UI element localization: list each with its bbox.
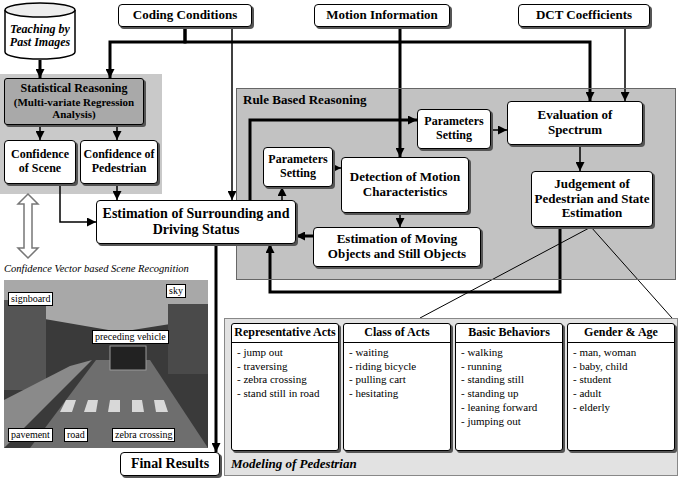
scene-tag: preceding vehicle [92, 330, 169, 344]
grey-region [0, 74, 162, 194]
box-label: Statistical Reasoning [20, 82, 127, 96]
connector [185, 27, 590, 101]
list-box: Gender & Age - man, woman- baby, child- s… [567, 323, 675, 451]
connector [110, 27, 185, 78]
box-label: DCT Coefficients [536, 8, 632, 23]
photo-ground [4, 280, 208, 448]
box-label: Final Results [131, 456, 209, 472]
output-box: Final Results [120, 452, 220, 476]
output-box: Confidence of Pedestrian [80, 140, 158, 184]
process-box: Statistical Reasoning(Multi-variate Regr… [4, 78, 144, 125]
list-item: - hesitating [344, 387, 450, 401]
photo-building [168, 304, 208, 374]
hollow-double-arrow [18, 194, 38, 258]
list-item: - baby, child [568, 360, 674, 374]
box-label: Estimation of Moving Objects and Still O… [316, 232, 478, 262]
scene-tag: sky [166, 284, 186, 298]
process-box: Estimation of Moving Objects and Still O… [313, 227, 481, 267]
list-item: - pulling cart [344, 373, 450, 387]
connector [60, 184, 96, 222]
box-label: Teaching by Past Images [7, 23, 73, 49]
list-header: Basic Behaviors [456, 324, 562, 343]
photo-road [30, 360, 208, 448]
box-label: Parameters Setting [266, 153, 330, 181]
connector [39, 60, 42, 78]
list-item: - student [568, 373, 674, 387]
scene-tag: road [64, 428, 88, 442]
list-item: - elderly [568, 401, 674, 415]
list-box: Representative Acts - jump out- traversin… [231, 323, 339, 451]
box-label: Evaluation of Spectrum [510, 108, 640, 138]
connector [270, 227, 560, 292]
list-item: - traversing [232, 360, 338, 374]
list-item: - jump out [232, 346, 338, 360]
list-item: - stand still in road [232, 387, 338, 401]
input-box: Coding Conditions [118, 4, 252, 27]
process-box: Parameters Setting [263, 147, 333, 187]
box-label: Confidence of Scene [7, 148, 73, 176]
list-item: - walking [456, 346, 562, 360]
list-item: - man, woman [568, 346, 674, 360]
box-label: Confidence of Pedestrian [83, 148, 155, 176]
connector [281, 187, 283, 200]
connector [215, 244, 218, 452]
list-box: Basic Behaviors- walking- running- stand… [455, 323, 563, 451]
connector [399, 213, 401, 227]
connector [231, 27, 233, 200]
panel-fill [236, 88, 676, 280]
process-box: Parameters Setting [417, 109, 491, 149]
cylinder-top [5, 3, 75, 17]
list-item: - zebra crossing [232, 373, 338, 387]
panel-title: Modeling of Pedestrian [231, 456, 671, 472]
scene-tag: zebra crossing [112, 428, 175, 442]
list-item: - riding bicycle [344, 360, 450, 374]
connector [39, 125, 41, 140]
connector [116, 125, 118, 140]
list-item: - standing still [456, 373, 562, 387]
connector [399, 27, 402, 157]
database-cylinder: Teaching by Past Images [4, 2, 76, 60]
input-box: Motion Information [314, 4, 450, 27]
list-box: Class of Acts- waiting- riding bicycle- … [343, 323, 451, 451]
connector [491, 129, 507, 131]
photo-vehicle [110, 346, 146, 370]
connector [296, 235, 313, 238]
list-header: Representative Acts [232, 324, 338, 343]
scene-tag: signboard [8, 292, 53, 306]
list-item: - running [456, 360, 562, 374]
list-header: Class of Acts [344, 324, 450, 343]
scene-photo [4, 280, 208, 448]
connector [579, 145, 581, 171]
scene-tag: pavement [8, 428, 53, 442]
list-item: - adult [568, 387, 674, 401]
group-panel: Rule Based ReasoningParameters SettingEv… [236, 88, 676, 280]
output-box: Confidence of Scene [4, 140, 76, 184]
box-subtitle: (Multi-variate Regression Analysis) [9, 96, 139, 121]
list-item: - standing up [456, 387, 562, 401]
list-header: Gender & Age [568, 324, 674, 343]
photo-building [4, 300, 46, 390]
photo-zebra [60, 400, 168, 412]
group-panel: Modeling of Pedestrian Representative Act… [224, 318, 678, 476]
input-box: DCT Coefficients [518, 4, 650, 27]
panel-fill [224, 318, 678, 476]
figure-caption: Confidence Vector based Scene Recognitio… [4, 262, 189, 275]
box-label: Parameters Setting [420, 115, 488, 143]
process-box: Evaluation of Spectrum [507, 101, 643, 145]
process-box: Estimation of Surrounding and Driving St… [96, 200, 296, 244]
connector [624, 27, 626, 101]
connector [333, 167, 341, 169]
process-box: Detection of Motion Characteristics [341, 157, 469, 213]
box-label: Coding Conditions [133, 8, 237, 23]
list-item: - waiting [344, 346, 450, 360]
box-label: Judgement of Pedestrian and State Estima… [534, 177, 650, 222]
list-item: - leaning forward [456, 401, 562, 415]
box-label: Detection of Motion Characteristics [344, 170, 466, 200]
box-label: Estimation of Surrounding and Driving St… [99, 206, 293, 238]
connector [116, 184, 118, 200]
box-label: Motion Information [326, 8, 438, 23]
process-box: Judgement of Pedestrian and State Estima… [531, 171, 653, 227]
list-item: - jumping out [456, 415, 562, 429]
